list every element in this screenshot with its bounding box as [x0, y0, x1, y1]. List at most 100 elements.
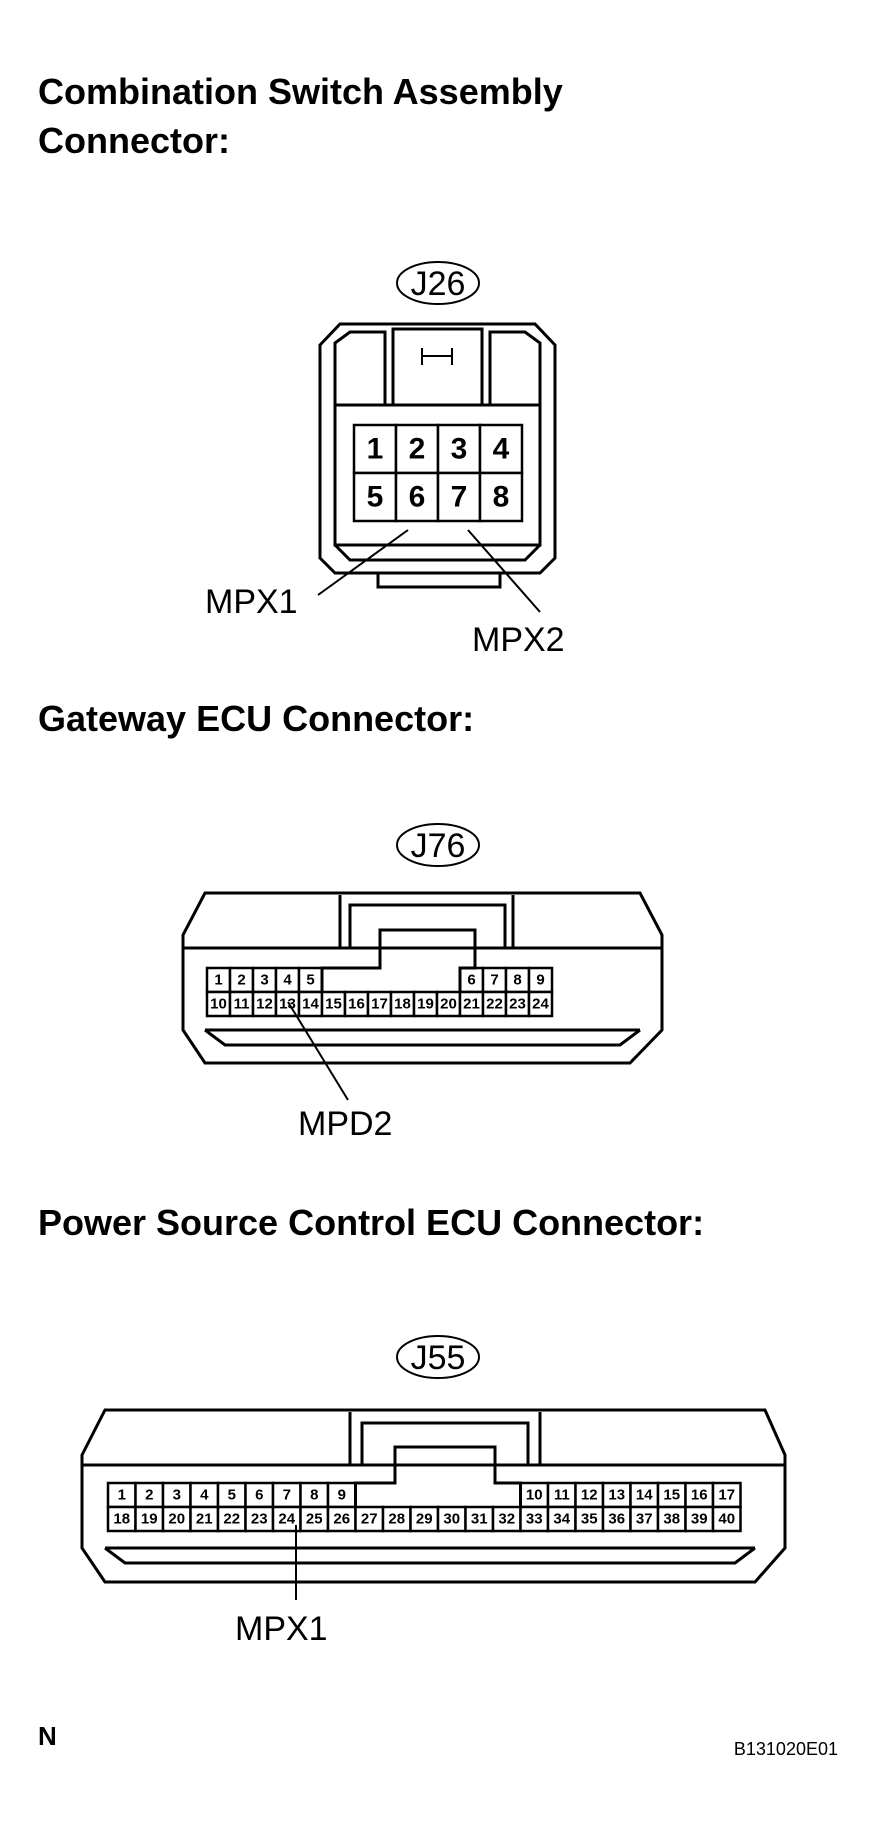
- mpx1-leader-line: [317, 529, 409, 596]
- j55-id-label: J55: [411, 1339, 466, 1377]
- j76-housing: [181, 891, 664, 1065]
- j76-pin-24: 24: [532, 996, 549, 1013]
- j55-pin-20-cell: [161, 1505, 192, 1533]
- j26-pin-7: 7: [451, 481, 468, 514]
- mpd2-callout: MPD2: [298, 1105, 392, 1143]
- j76-bottom-lip: [204, 1028, 641, 1047]
- j55-pin-10: 10: [526, 1487, 543, 1504]
- j55-pin-11: 11: [554, 1487, 570, 1504]
- j55-pin-21-cell: [189, 1505, 220, 1533]
- j76-latch-pocket: [320, 928, 477, 992]
- j76-pin-3: 3: [260, 972, 268, 989]
- j55-pin-34: 34: [553, 1511, 570, 1528]
- mpx1-j55-callout: MPX1: [235, 1610, 328, 1648]
- j26-pin-8: 8: [493, 481, 510, 514]
- j55-pin-5: 5: [228, 1487, 236, 1504]
- j55-pin-38-cell: [656, 1505, 687, 1533]
- j55-pin-27: 27: [361, 1511, 378, 1528]
- j55-pin-4: 4: [200, 1487, 209, 1504]
- corner-label: N: [38, 1721, 57, 1751]
- j55-pin-19-cell: [134, 1505, 165, 1533]
- mpx1-callout: MPX1: [205, 583, 298, 621]
- j26-right-ear: [488, 330, 542, 405]
- j55-pin-26: 26: [333, 1511, 350, 1528]
- j55-pin-20: 20: [168, 1511, 185, 1528]
- j55-pin-31: 31: [471, 1511, 488, 1528]
- j76-pin-15: 15: [325, 996, 342, 1013]
- j76-pin-20: 20: [440, 996, 457, 1013]
- j55-pin-37: 37: [636, 1511, 653, 1528]
- j26-id-label: J26: [411, 265, 466, 303]
- j55-pin-18-cell: [106, 1505, 137, 1533]
- j55-latch-pocket: [354, 1445, 522, 1507]
- section2-title: Gateway ECU Connector:: [38, 698, 474, 739]
- j76-pin-21: 21: [463, 996, 480, 1013]
- j76-pin-2: 2: [237, 972, 245, 989]
- j55-pin-19: 19: [141, 1511, 158, 1528]
- j55-pin-18: 18: [113, 1511, 130, 1528]
- j76-latch-inner: [348, 903, 507, 948]
- j55-pin-39: 39: [691, 1511, 708, 1528]
- j55-pin-33-cell: [519, 1505, 550, 1533]
- j76-pin-4: 4: [283, 972, 292, 989]
- j55-pin-23: 23: [251, 1511, 268, 1528]
- j55-pin-36-cell: [601, 1505, 632, 1533]
- j55-pin-15: 15: [663, 1487, 680, 1504]
- j26-bottom-tab: [376, 573, 502, 589]
- j26-pin-7-cell: [436, 471, 482, 523]
- j76-pin-22: 22: [486, 996, 503, 1013]
- j55-pin-3-cell: [161, 1481, 192, 1509]
- j76-id-label: J76: [411, 827, 466, 865]
- j76-pin-5: 5: [306, 972, 314, 989]
- j55-pin-22: 22: [223, 1511, 240, 1528]
- j55-pin-3: 3: [173, 1487, 181, 1504]
- j55-housing: [80, 1408, 787, 1584]
- j55-latch-inner: [360, 1421, 530, 1465]
- j76-pin-12: 12: [256, 996, 273, 1013]
- j55-pin-39-cell: [684, 1505, 715, 1533]
- j76-id-oval: [396, 823, 480, 867]
- section1-title-line1: Combination Switch Assembly: [38, 71, 563, 112]
- j26-pin-3-cell: [436, 423, 482, 475]
- j76-pin-1: 1: [214, 972, 222, 989]
- j55-pin-23-cell: [244, 1505, 275, 1533]
- j55-pin-1: 1: [118, 1487, 126, 1504]
- j55-pin-13: 13: [608, 1487, 625, 1504]
- j26-pin-6-cell: [394, 471, 440, 523]
- j76-pin-24-cell: [527, 990, 554, 1018]
- j55-pin-32: 32: [498, 1511, 515, 1528]
- j55-pin-34-cell: [546, 1505, 577, 1533]
- j76-pin-23: 23: [509, 996, 526, 1013]
- j76-pin-18: 18: [394, 996, 411, 1013]
- mpd2-leader-line: [287, 1001, 349, 1101]
- j26-latch: [391, 327, 484, 405]
- j55-pin-14: 14: [636, 1487, 653, 1504]
- j26-pin-1-cell: [352, 423, 398, 475]
- j55-pin-6: 6: [255, 1487, 263, 1504]
- j26-left-ear: [333, 330, 387, 405]
- j55-pin-32-cell: [491, 1505, 522, 1533]
- j55-pin-12: 12: [581, 1487, 598, 1504]
- j26-pin-5: 5: [367, 481, 384, 514]
- j76-pin-11: 11: [234, 996, 250, 1013]
- j76-pin-16: 16: [348, 996, 365, 1013]
- j55-pin-8: 8: [310, 1487, 318, 1504]
- j26-pin-6: 6: [409, 481, 426, 514]
- j55-pin-35: 35: [581, 1511, 598, 1528]
- section1-title-line2: Connector:: [38, 120, 230, 161]
- j55-id-oval: [396, 1335, 480, 1379]
- section3-title: Power Source Control ECU Connector:: [38, 1202, 704, 1243]
- figure-id: B131020E01: [734, 1739, 838, 1759]
- j76-pin-9: 9: [536, 972, 544, 989]
- j26-housing: [318, 322, 557, 575]
- j26-latch-detail: [421, 348, 453, 365]
- j26-lower-lip: [333, 543, 542, 562]
- j55-pin-9: 9: [338, 1487, 346, 1504]
- j76-pin-6: 6: [467, 972, 475, 989]
- j55-pin-16: 16: [691, 1487, 708, 1504]
